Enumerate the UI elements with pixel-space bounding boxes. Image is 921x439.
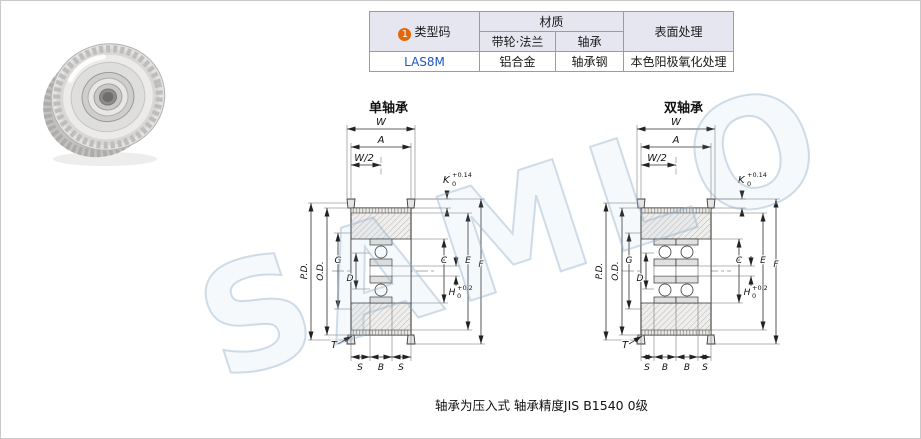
dim-w-label: W	[671, 117, 682, 128]
hatch-top	[641, 213, 711, 239]
dim-c-label: C	[736, 256, 743, 266]
dim-b-left-label: B	[662, 363, 668, 373]
dim-b-right-label: B	[684, 363, 690, 373]
dim-k-tol-upper: +0.14	[452, 171, 472, 179]
dim-od-label: O.D.	[316, 261, 326, 280]
teeth-top	[350, 207, 412, 214]
dim-k-label: K	[738, 175, 746, 186]
bearing-material-cell: 轴承钢	[555, 51, 624, 72]
teeth-top	[640, 207, 712, 214]
dim-g-label: G	[626, 256, 633, 266]
dim-s-right-label: S	[398, 363, 404, 373]
dim-g-label: G	[335, 256, 342, 266]
dim-s-left-label: S	[357, 363, 363, 373]
type-code-cell: LAS8M	[369, 51, 480, 72]
dim-h-tol-lower: 0	[752, 292, 756, 300]
hatch-top	[351, 213, 411, 239]
bearing-section-left	[653, 238, 677, 304]
footnote: 轴承为压入式 轴承精度JIS B1540 0级	[434, 398, 649, 413]
dim-h-tol-lower: 0	[457, 292, 461, 300]
surface-treatment-cell: 本色阳极氧化处理	[623, 51, 734, 72]
dim-od-label: O.D.	[611, 261, 621, 280]
dim-h-tol-upper: +0.2	[457, 284, 473, 292]
number-1-badge-icon: 1	[398, 27, 412, 41]
dim-f-label: F	[773, 260, 779, 270]
dimension-lines: W A W/2 K +0.14 0 O.D.	[299, 116, 486, 375]
dim-a-label: A	[672, 135, 680, 146]
dim-b-label: B	[378, 363, 384, 373]
pulley-photo-graphic	[43, 43, 166, 166]
photo-shadow	[53, 152, 157, 166]
dim-e-label: E	[465, 256, 471, 266]
pulley-section	[346, 198, 416, 345]
pulley-flange-header: 带轮·法兰	[479, 31, 556, 52]
material-header: 材质	[479, 11, 624, 32]
single-bearing-drawing: W A W/2 K +0.14 0 O.D.	[299, 116, 486, 375]
dim-a-label: A	[377, 135, 385, 146]
dim-k-label: K	[443, 175, 451, 186]
dim-h-tol-upper: +0.2	[752, 284, 768, 292]
dim-t-label: T	[331, 340, 338, 351]
bearing-section	[369, 238, 393, 304]
dim-f-label: F	[478, 260, 484, 270]
surface-header: 表面处理	[623, 11, 734, 52]
dim-k-tol-lower: 0	[747, 180, 751, 188]
dim-t-label: T	[622, 340, 629, 351]
pulley-render	[43, 43, 166, 158]
teeth-bottom	[350, 329, 412, 336]
single-bearing-label: 单轴承	[369, 101, 409, 116]
dim-k-tol-upper: +0.14	[747, 171, 767, 179]
double-bearing-label: 双轴承	[664, 101, 704, 116]
dim-pd-label: P.D.	[300, 263, 310, 280]
dim-s-right-label: S	[702, 363, 708, 373]
product-photo	[13, 11, 203, 176]
hatch-bottom	[351, 303, 411, 330]
dim-pd-label: P.D.	[595, 263, 605, 280]
bearing-header: 轴承	[555, 31, 624, 52]
dim-s-left-label: S	[644, 363, 650, 373]
dim-h-label: H	[744, 288, 751, 298]
type-code-header-label: 类型码	[414, 24, 451, 39]
dim-w-label: W	[376, 117, 387, 128]
dim-w2-label: W/2	[647, 153, 667, 164]
dim-k-tol-lower: 0	[452, 180, 456, 188]
dimension-lines: W A W/2 K +0.14 0 O.D.	[594, 116, 781, 375]
double-bearing-drawing: W A W/2 K +0.14 0 O.D.	[594, 116, 781, 375]
bearing-section-right	[675, 238, 699, 304]
dim-d-label: D	[347, 274, 354, 284]
dim-d-label: D	[637, 274, 644, 284]
pulley-material-cell: 铝合金	[479, 51, 556, 72]
dim-w2-label: W/2	[354, 153, 374, 164]
dim-h-label: H	[449, 288, 456, 298]
dim-e-label: E	[760, 256, 766, 266]
dim-c-label: C	[441, 256, 448, 266]
